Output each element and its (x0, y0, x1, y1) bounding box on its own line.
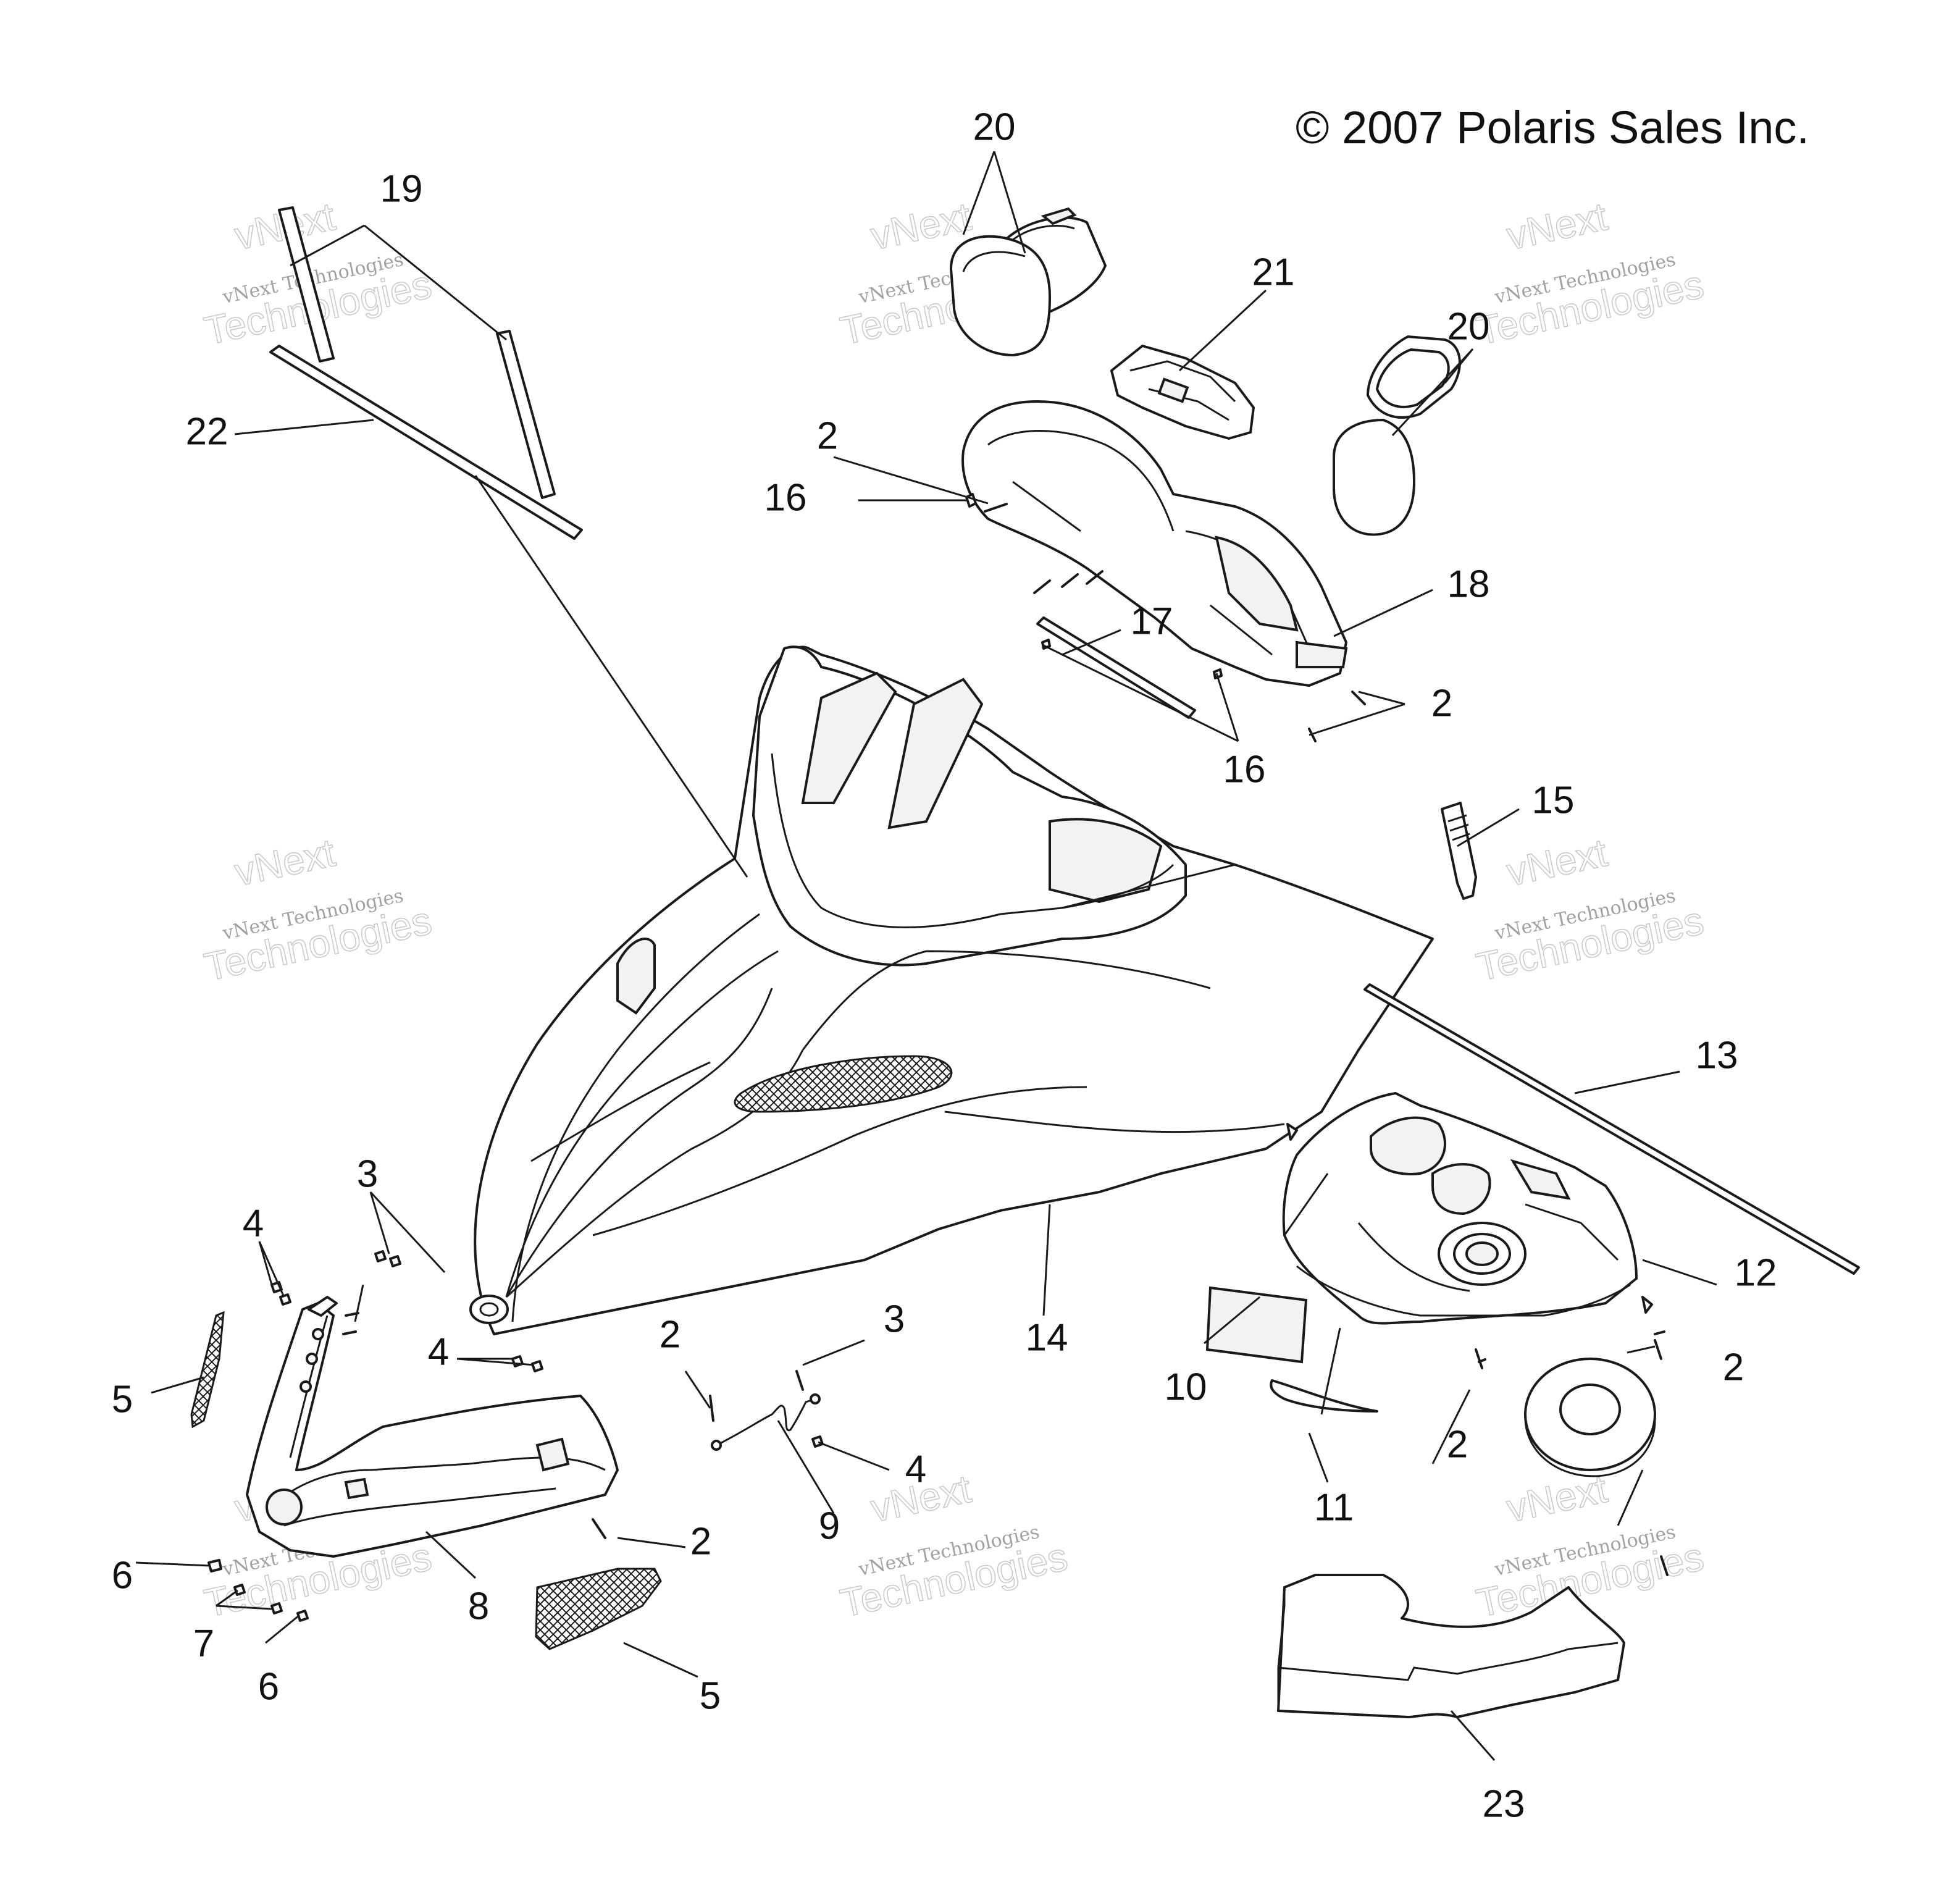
part-19-trim-strips (278, 206, 556, 499)
part-13-rod (1363, 983, 1860, 1275)
fasteners (207, 493, 1669, 1622)
callout-12: 12 (1735, 1251, 1777, 1294)
callout-2-bumper: 2 (690, 1520, 711, 1563)
callout-14: 14 (1026, 1316, 1068, 1359)
callout-22: 22 (186, 410, 228, 453)
callout-3-left: 3 (357, 1153, 378, 1195)
part-18-dash-housing (961, 400, 1348, 687)
callout-4-harness: 4 (905, 1448, 926, 1490)
callout-4-left: 4 (243, 1202, 264, 1245)
callout-15: 15 (1532, 779, 1575, 821)
callout-6-left: 6 (112, 1554, 133, 1597)
part-14-hood (469, 645, 1434, 1335)
callout-10: 10 (1165, 1366, 1207, 1408)
callout-20-top: 20 (973, 106, 1016, 148)
callout-17: 17 (1131, 600, 1173, 642)
callout-11: 11 (1314, 1486, 1354, 1529)
callout-2-harness: 2 (660, 1313, 681, 1356)
callout-20-right: 20 (1447, 305, 1490, 348)
callout-6-bottom: 6 (258, 1665, 279, 1708)
callout-19: 19 (380, 167, 423, 210)
callout-2-right: 2 (1431, 682, 1452, 724)
callout-9: 9 (819, 1505, 840, 1547)
part-5-bottom-grill (535, 1568, 662, 1650)
callouts: 20 19 22 21 20 2 16 17 18 2 16 15 13 12 … (112, 106, 1777, 1825)
part-12-console (1282, 1092, 1638, 1325)
callout-21: 21 (1252, 251, 1295, 293)
part-20-bezel-top (950, 235, 1051, 356)
part-15-clip (1441, 802, 1477, 900)
part-23-foam-pad (1277, 1574, 1625, 1718)
callout-3-harness: 3 (884, 1298, 905, 1340)
callout-5-bottom: 5 (700, 1674, 721, 1717)
part-17-strip (1036, 616, 1196, 719)
callout-16-top: 16 (764, 476, 807, 519)
callout-4-middle: 4 (428, 1330, 449, 1373)
callout-18: 18 (1447, 563, 1490, 605)
copyright-text: © 2007 Polaris Sales Inc. (1296, 102, 1809, 153)
part-23-seal-ring (1524, 1358, 1656, 1477)
callout-2-console: 2 (1447, 1423, 1468, 1466)
callout-2-far-right: 2 (1723, 1346, 1744, 1388)
part-5-left-grill (190, 1311, 225, 1429)
part-10-label (1205, 1286, 1308, 1364)
part-8-front-bumper (246, 1296, 619, 1558)
part-22-long-strip (269, 345, 583, 540)
part-9-wire-harness (711, 1393, 821, 1451)
part-20-mirror-right (1333, 335, 1461, 536)
callout-23: 23 (1483, 1783, 1525, 1825)
callout-2-top: 2 (817, 414, 838, 457)
callout-8: 8 (468, 1585, 489, 1627)
watermark-brand: vNext (231, 830, 339, 894)
callout-13: 13 (1696, 1034, 1738, 1077)
callout-16-bottom: 16 (1223, 748, 1266, 791)
leader-lines (135, 151, 1717, 1761)
watermark-brand: vNext (1503, 194, 1611, 258)
part-21-gauge (1110, 345, 1255, 440)
callout-5-left: 5 (112, 1378, 133, 1421)
watermark-brand: vNext (1503, 830, 1611, 894)
callout-7: 7 (193, 1622, 214, 1665)
